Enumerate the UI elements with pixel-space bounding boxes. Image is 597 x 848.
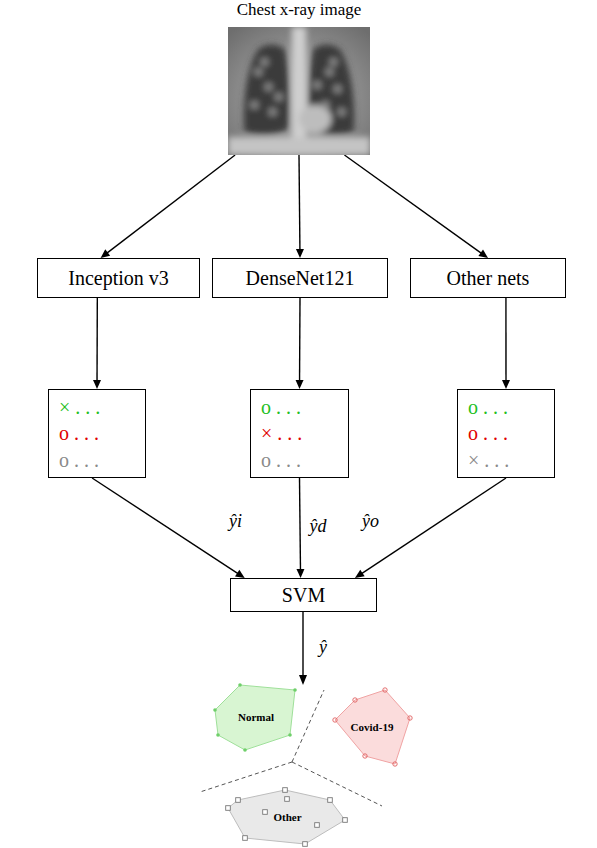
connector-arrow xyxy=(92,478,245,578)
class-score: × . . . xyxy=(468,450,509,470)
connector-arrow xyxy=(296,298,304,389)
class-score: o . . . xyxy=(261,397,301,417)
class-score: o . . . xyxy=(59,423,99,443)
edge-label: ŷo xyxy=(360,512,381,532)
connector-arrow xyxy=(344,155,488,258)
class-name: Covid-19 xyxy=(351,721,394,733)
class-score: o . . . xyxy=(59,450,99,470)
class-region: Other xyxy=(225,787,350,847)
connector-arrow xyxy=(355,478,506,578)
connector-arrow xyxy=(101,155,236,258)
process-box: DenseNet121 xyxy=(212,258,388,298)
process-box: Other nets xyxy=(410,258,566,298)
class-score: o . . . xyxy=(468,397,508,417)
class-score: o . . . xyxy=(261,450,301,470)
class-score: × . . . xyxy=(59,397,100,417)
score-box: × . . . o . . . o . . . xyxy=(48,389,146,478)
class-score: o . . . xyxy=(468,423,508,443)
score-box: o . . . × . . . o . . . xyxy=(250,389,349,478)
image-heading: Chest x-ray image xyxy=(237,0,362,20)
xray-image xyxy=(228,27,370,155)
box-label: DenseNet121 xyxy=(246,266,355,290)
class-name: Other xyxy=(273,811,301,823)
image-node: Chest x-ray image xyxy=(228,27,370,155)
box-label: SVM xyxy=(282,583,325,607)
connector-arrow xyxy=(296,155,304,258)
output-arrowhead xyxy=(299,675,307,685)
connector-arrow xyxy=(502,298,510,389)
edge-label: ŷd xyxy=(308,517,329,537)
connector-arrow xyxy=(93,298,101,389)
box-label: Inception v3 xyxy=(68,266,169,290)
score-box: o . . . o . . . × . . . xyxy=(457,389,555,478)
box-label: Other nets xyxy=(447,266,530,290)
class-region: Covid-19 xyxy=(330,686,414,768)
process-box: Inception v3 xyxy=(37,258,200,298)
class-name: Normal xyxy=(238,711,274,723)
connector-arrow xyxy=(296,478,304,578)
process-box: SVM xyxy=(230,578,377,612)
output-arrow xyxy=(302,611,303,676)
class-score: × . . . xyxy=(261,423,302,443)
edge-label: ŷi xyxy=(227,512,244,532)
class-region: Normal xyxy=(210,680,302,754)
output-label: ŷ xyxy=(317,638,329,658)
